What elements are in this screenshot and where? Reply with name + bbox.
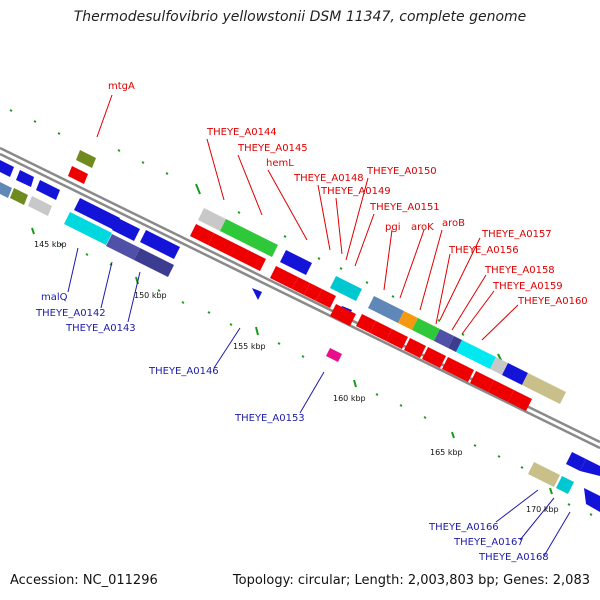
gene-arrow[interactable] <box>502 363 528 385</box>
gene-arrow[interactable] <box>566 452 586 471</box>
gene-arrow[interactable] <box>370 321 392 341</box>
gene-arrow[interactable] <box>580 459 600 476</box>
scale-label-150: 150 kbp <box>134 291 167 300</box>
gene-label-THEYE_A0149: THEYE_A0149 <box>320 186 391 197</box>
scale-label-160: 160 kbp <box>333 394 366 403</box>
gene-box[interactable] <box>528 462 560 487</box>
inner-dot-track <box>31 227 593 516</box>
bottom-leader-lines <box>67 247 571 557</box>
accession-label: Accession: NC_011296 <box>10 573 158 588</box>
gene-label-aroB: aroB <box>442 218 465 229</box>
gene-box[interactable] <box>456 340 496 369</box>
gene-arrow[interactable] <box>270 266 298 289</box>
gene-label-THEYE_A0156: THEYE_A0156 <box>448 245 519 256</box>
gene-arrow[interactable] <box>508 390 532 411</box>
gene-label-THEYE_A0150: THEYE_A0150 <box>366 166 437 177</box>
gene-label-THEYE_A0148: THEYE_A0148 <box>293 173 364 184</box>
gene-arrow[interactable] <box>36 180 60 200</box>
gene-box[interactable] <box>448 336 462 352</box>
gene-box[interactable] <box>326 348 342 362</box>
topology-label: Topology: circular; Length: 2,003,803 bp… <box>232 573 590 588</box>
gene-label-hemL: hemL <box>266 158 294 169</box>
gene-label-THEYE_A0168: THEYE_A0168 <box>478 552 549 563</box>
far-right-gene-cluster[interactable] <box>528 452 600 512</box>
gene-arrow[interactable] <box>356 314 376 333</box>
gene-label-pgi: pgi <box>385 222 400 233</box>
gene-label-THEYE_A0160: THEYE_A0160 <box>517 296 588 307</box>
top-leader-lines <box>96 94 519 341</box>
gene-box[interactable] <box>64 212 112 245</box>
gene-box[interactable] <box>106 234 140 260</box>
gene-label-THEYE_A0144: THEYE_A0144 <box>206 127 277 138</box>
gene-box[interactable] <box>556 476 574 494</box>
gene-arrow[interactable] <box>280 250 312 275</box>
scale-label-165: 165 kbp <box>430 448 463 457</box>
gene-box[interactable] <box>490 357 508 375</box>
gene-arrow[interactable] <box>0 160 14 177</box>
scale-labels: 145 kbp 150 kbp 155 kbp 160 kbp 165 kbp … <box>34 240 559 514</box>
gene-arrow[interactable] <box>208 233 266 271</box>
gene-arrow[interactable] <box>252 288 262 300</box>
gene-arrow[interactable] <box>16 170 34 187</box>
gene-label-THEYE_A0159: THEYE_A0159 <box>492 281 563 292</box>
left-gene-cluster[interactable] <box>0 150 96 216</box>
gene-arrow[interactable] <box>442 357 474 382</box>
gene-label-THEYE_A0151: THEYE_A0151 <box>369 202 440 213</box>
gene-label-mtgA: mtgA <box>108 81 135 92</box>
gene-label-THEYE_A0146: THEYE_A0146 <box>148 366 219 377</box>
gene-label-THEYE_A0153: THEYE_A0153 <box>234 413 305 424</box>
gene-label-aroK: aroK <box>411 222 434 233</box>
gene-arrow[interactable] <box>190 224 214 245</box>
scale-label-145: 145 kbp <box>34 240 67 249</box>
gene-box[interactable] <box>0 182 12 198</box>
gene-label-THEYE_A0143: THEYE_A0143 <box>65 323 136 334</box>
scale-label-170: 170 kbp <box>526 505 559 514</box>
gene-arrow[interactable] <box>488 380 514 402</box>
gene-box[interactable] <box>76 150 96 168</box>
gene-arrow[interactable] <box>68 166 88 184</box>
gene-arrow[interactable] <box>74 198 120 230</box>
gene-box[interactable] <box>434 329 454 348</box>
gene-arrow[interactable] <box>330 304 356 326</box>
gene-box[interactable] <box>412 318 440 341</box>
gene-arrow[interactable] <box>112 218 140 241</box>
gene-box[interactable] <box>398 311 418 330</box>
gene-label-THEYE_A0157: THEYE_A0157 <box>481 229 552 240</box>
gene-box[interactable] <box>10 188 28 205</box>
gene-box[interactable] <box>134 248 174 277</box>
gene-box[interactable] <box>368 296 404 323</box>
gene-arrow[interactable] <box>292 277 310 295</box>
scale-label-155: 155 kbp <box>233 342 266 351</box>
gene-arrow[interactable] <box>386 329 408 349</box>
gene-box[interactable] <box>198 208 226 231</box>
genome-title: Thermodesulfovibrio yellowstonii DSM 113… <box>73 9 527 25</box>
gene-box[interactable] <box>220 219 278 257</box>
gene-label-THEYE_A0145: THEYE_A0145 <box>237 143 308 154</box>
gene-arrow[interactable] <box>470 371 494 392</box>
gene-arrow[interactable] <box>304 283 322 301</box>
right-gene-cluster[interactable] <box>356 296 566 411</box>
gene-arrow[interactable] <box>584 488 600 512</box>
forward-gene-labels: mtgA THEYE_A0144 THEYE_A0145 hemL THEYE_… <box>108 81 588 307</box>
gene-label-malQ: malQ <box>41 292 68 303</box>
reverse-gene-labels: malQ THEYE_A0142 THEYE_A0143 THEYE_A0146… <box>35 292 549 563</box>
gene-arrow[interactable] <box>404 338 426 358</box>
gene-arrow[interactable] <box>140 230 180 259</box>
gene-arrow[interactable] <box>422 347 446 368</box>
gene-label-THEYE_A0167: THEYE_A0167 <box>453 537 524 548</box>
gene-box[interactable] <box>522 373 566 404</box>
middle-gene-cluster[interactable] <box>190 208 362 362</box>
gene-arrow[interactable] <box>316 289 336 308</box>
gene-box[interactable] <box>28 196 52 216</box>
gene-label-THEYE_A0142: THEYE_A0142 <box>35 308 106 319</box>
gene-label-THEYE_A0158: THEYE_A0158 <box>484 265 555 276</box>
gene-label-THEYE_A0166: THEYE_A0166 <box>428 522 499 533</box>
gene-box[interactable] <box>330 276 362 301</box>
left-inner-genes[interactable] <box>64 198 180 277</box>
